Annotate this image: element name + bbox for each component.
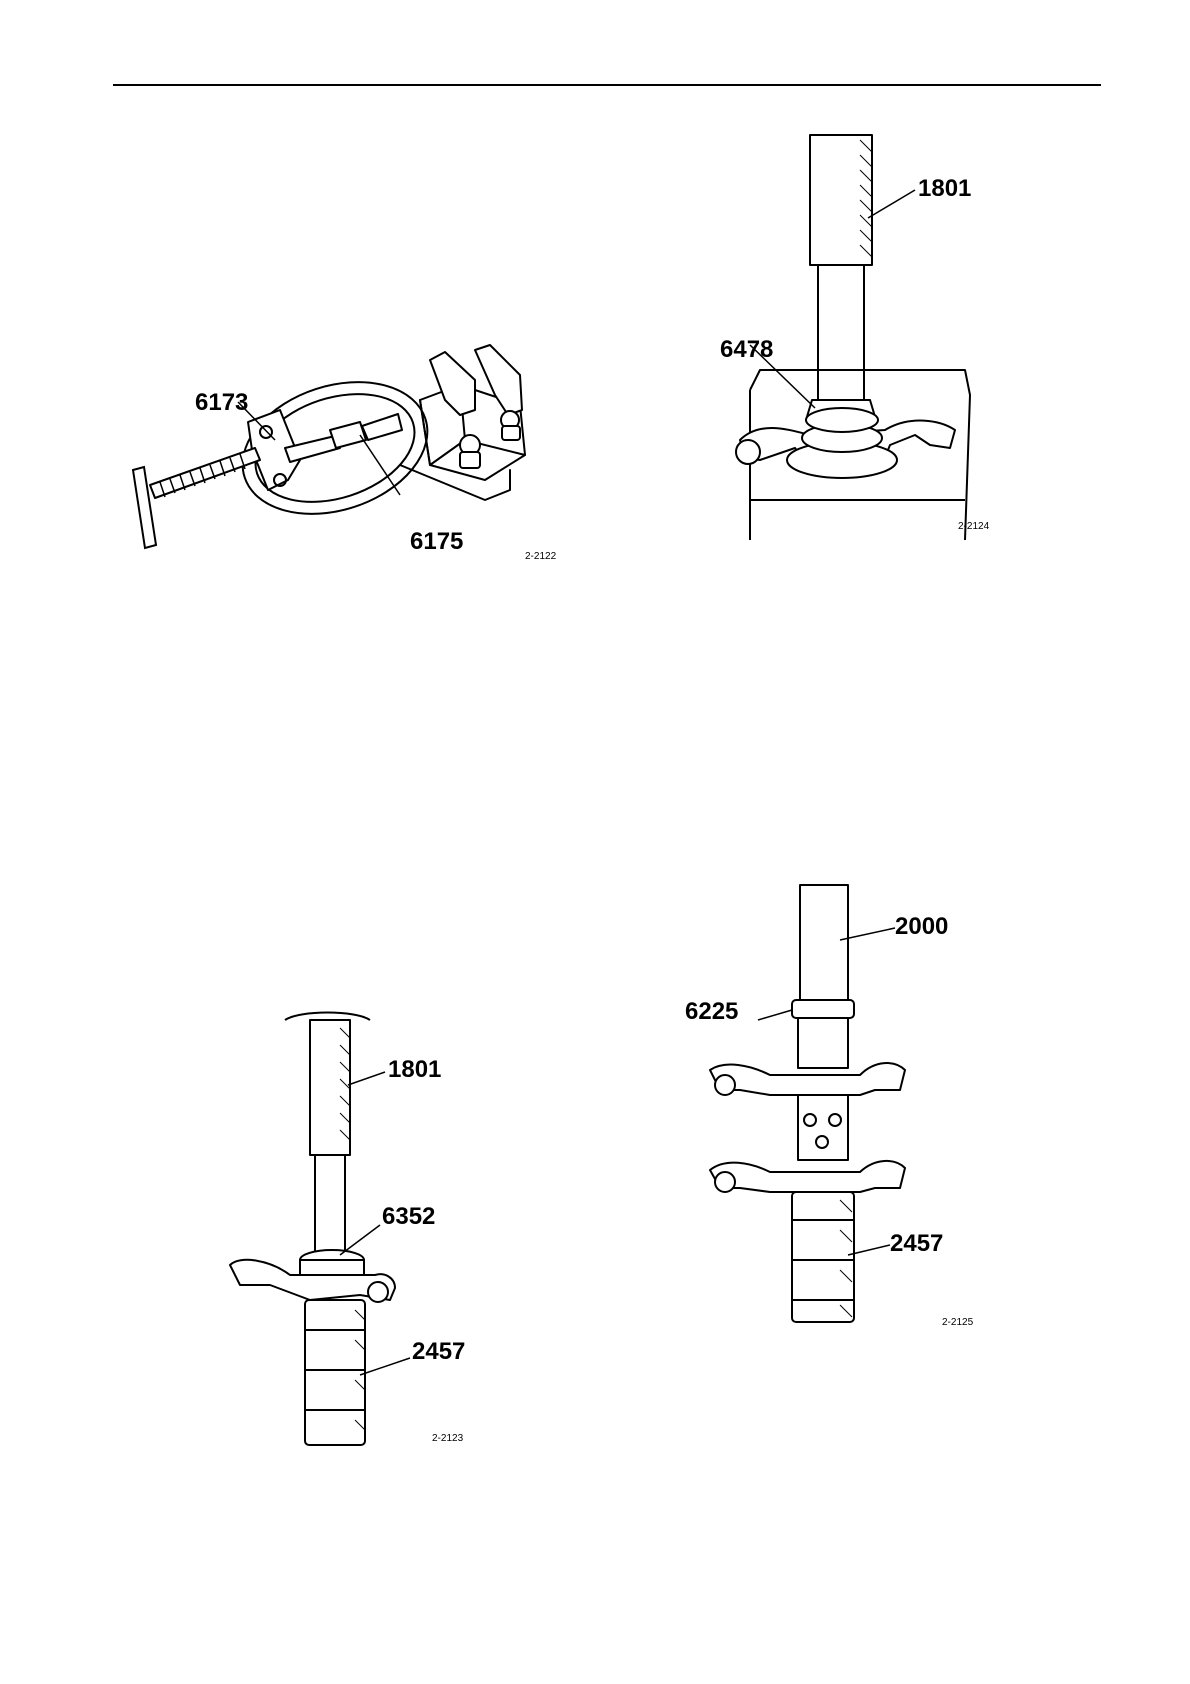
callout-6175: 6175 [410,530,463,554]
puller-vise-drawing [130,340,570,570]
figure-ref-2-2125: 2-2125 [942,1318,973,1328]
callout-1801-lower: 1801 [388,1058,441,1082]
figure-ref-2-2122: 2-2122 [525,552,556,562]
callout-6352: 6352 [382,1205,435,1229]
figure-ref-2-2123: 2-2123 [432,1434,463,1444]
figure-ref-2-2124: 2-2124 [958,522,989,532]
callout-6173: 6173 [195,391,248,415]
figure-press-rocker: 1801 6478 2-2124 [700,130,1030,550]
figure-press-mandrel: 1801 6352 2457 2-2123 [210,1010,490,1450]
figure-press-two-rockers: 2000 6225 2457 2-2125 [680,880,1010,1340]
callout-2457: 2457 [412,1340,465,1364]
callout-1801: 1801 [918,177,971,201]
press-two-rockers-drawing [680,880,1010,1340]
header-rule [113,84,1101,86]
callout-6478: 6478 [720,338,773,362]
callout-2000: 2000 [895,915,948,939]
callout-6225: 6225 [685,1000,738,1024]
press-mandrel-drawing [210,1010,490,1450]
figure-puller-vise: 6173 6175 2-2122 [130,340,570,570]
callout-2457-right: 2457 [890,1232,943,1256]
